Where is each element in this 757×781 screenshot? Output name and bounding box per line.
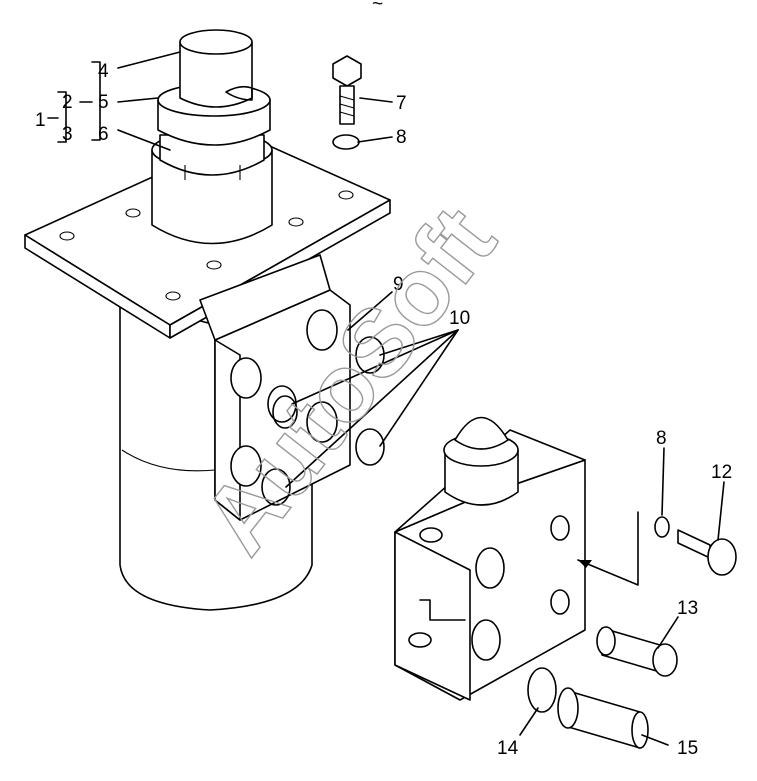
arrow-head: [578, 560, 592, 568]
callout-3: 3: [62, 124, 73, 145]
callout-8-right: 8: [656, 428, 667, 449]
callout-12: 12: [711, 462, 732, 483]
callout-9: 9: [393, 274, 404, 295]
top-mark: ~: [372, 0, 383, 15]
o-ring-14: [527, 667, 557, 713]
callout-6: 6: [98, 124, 109, 145]
callout-2: 2: [62, 92, 73, 113]
screw-12: [677, 529, 737, 576]
o-rings: [261, 336, 385, 506]
callout-13: 13: [677, 598, 698, 619]
valve-block: [394, 416, 586, 701]
callout-8: 8: [396, 127, 407, 148]
install-arrow: [577, 511, 639, 586]
callout-7: 7: [396, 93, 407, 114]
bolt-7: [332, 55, 362, 125]
flange-holes: [59, 190, 354, 301]
fitting-13: [596, 626, 678, 677]
washer-8-right: [654, 516, 670, 538]
washer-8: [332, 134, 360, 150]
callout-15: 15: [677, 738, 698, 759]
fitting-15: [557, 687, 649, 749]
callout-1: 1: [35, 110, 46, 131]
leader-lines: [47, 51, 725, 746]
callout-14: 14: [497, 738, 519, 759]
callout-4: 4: [98, 61, 109, 82]
port-block: [199, 254, 351, 521]
callout-10: 10: [449, 308, 470, 329]
callout-5: 5: [98, 92, 109, 113]
